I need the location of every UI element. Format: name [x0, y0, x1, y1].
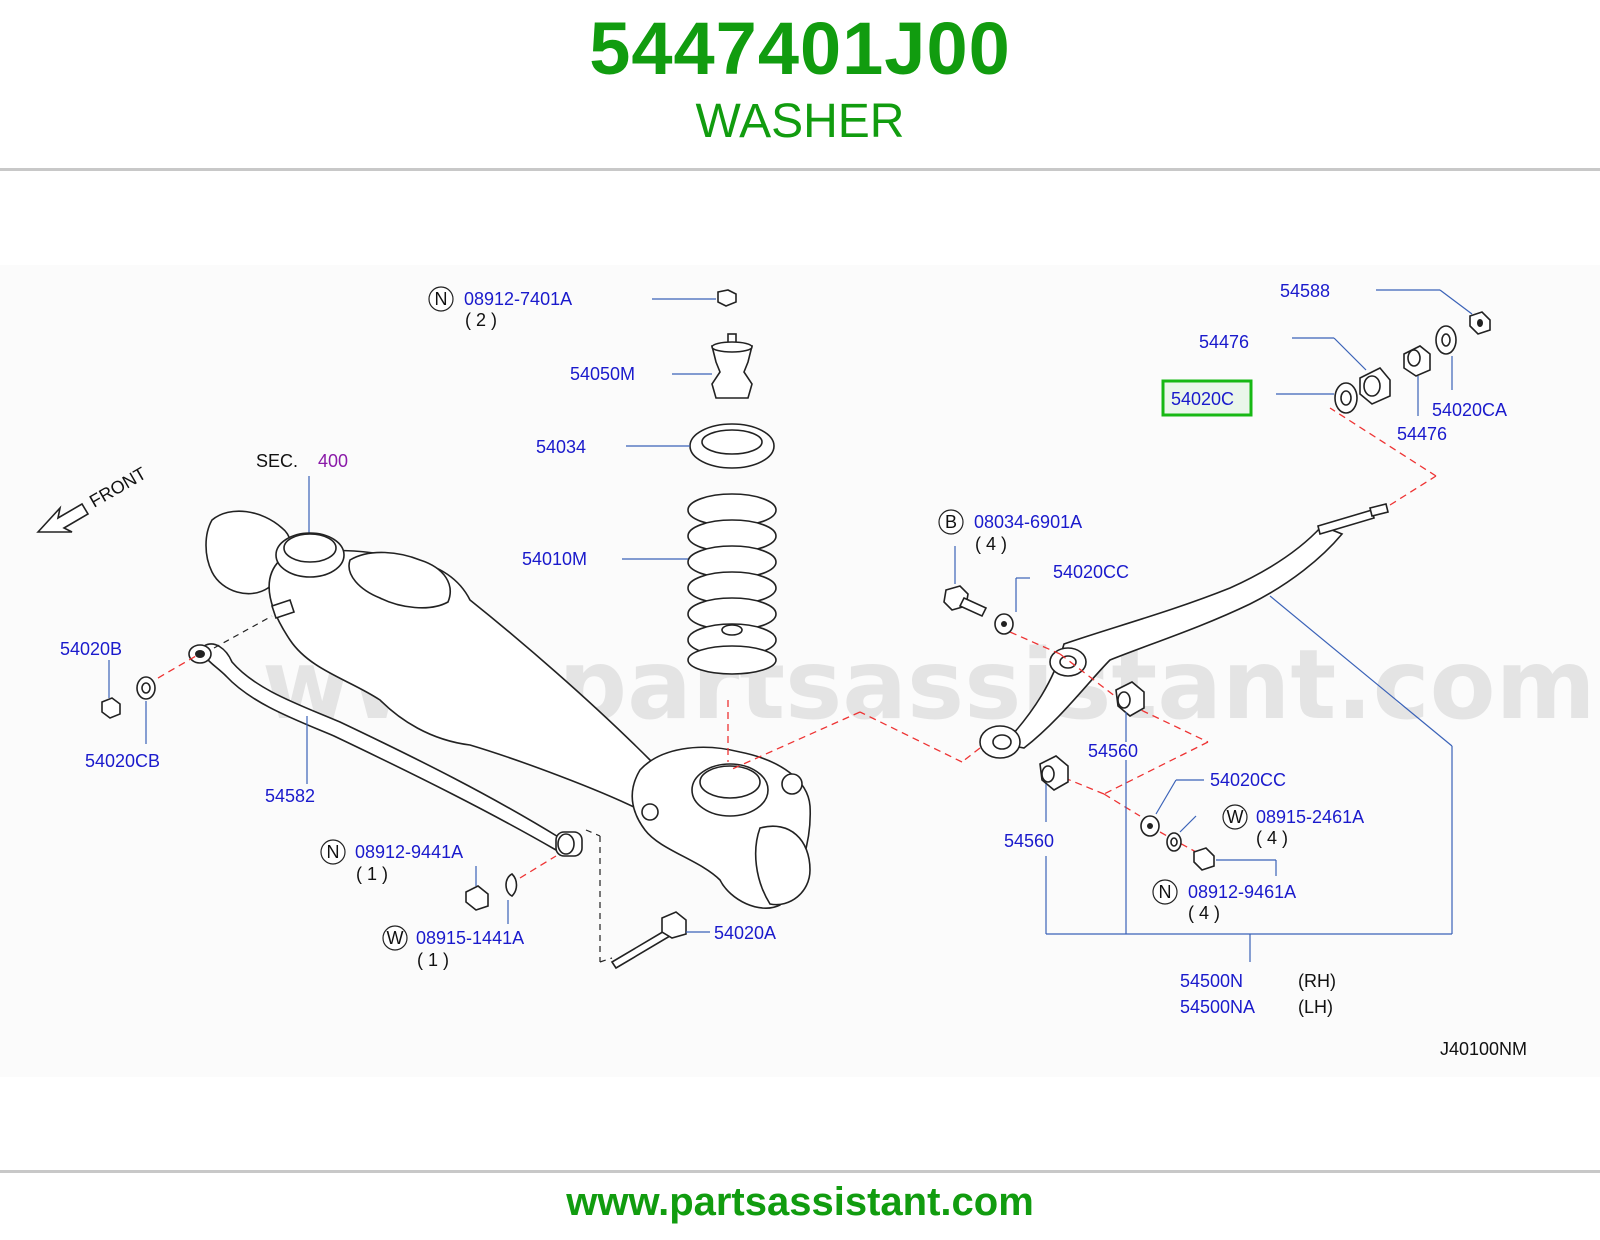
part-link-54020a[interactable]: 54020A	[714, 923, 776, 943]
nut-54588-drawing	[1469, 311, 1491, 335]
part-link-54560[interactable]: 54560	[1004, 831, 1054, 851]
washer-54020cc-top-drawing	[994, 613, 1014, 635]
bushing-54476-bottom-drawing	[1403, 345, 1431, 377]
bolt-08034-6901a-drawing	[943, 585, 988, 618]
part-link-08915-2461a[interactable]: 08915-2461A	[1256, 807, 1364, 827]
callout-qty: ( 1 )	[356, 864, 388, 884]
nut-08912-9461a-drawing	[1193, 847, 1215, 871]
page-title: 5447401J00	[589, 7, 1011, 90]
part-link-54020c-highlighted[interactable]: 54020C	[1171, 389, 1234, 409]
callout-qty: ( 2 )	[465, 310, 497, 330]
upper-link-arm-drawing	[979, 503, 1389, 759]
part-link-54476[interactable]: 54476	[1397, 424, 1447, 444]
part-name: WASHER	[695, 95, 905, 148]
part-link-54034[interactable]: 54034	[536, 437, 586, 457]
footer-divider	[0, 1170, 1600, 1173]
washer-54020cb-drawing	[136, 676, 156, 700]
washer-08915-2461a-drawing	[1166, 832, 1182, 852]
callout-qty: ( 4 )	[1256, 828, 1288, 848]
part-link-08034-6901a[interactable]: 08034-6901A	[974, 512, 1082, 532]
lateral-rod-stud-drawing	[270, 598, 296, 620]
washer-54020ca-drawing	[1435, 325, 1457, 355]
diagram-code: J40100NM	[1440, 1039, 1527, 1059]
part-link-54582[interactable]: 54582	[265, 786, 315, 806]
coil-spring-drawing	[687, 493, 777, 675]
side-label: (LH)	[1298, 997, 1333, 1017]
section-label: SEC.	[256, 451, 298, 471]
bolt-54020a-drawing	[610, 911, 687, 970]
nut-08912-9441a-drawing	[465, 885, 489, 911]
part-link-54020cc[interactable]: 54020CC	[1053, 562, 1129, 582]
part-link-54050m[interactable]: 54050M	[570, 364, 635, 384]
front-label: FRONT	[86, 463, 150, 511]
part-link-54500na[interactable]: 54500NA	[1180, 997, 1255, 1017]
part-link-54020cc[interactable]: 54020CC	[1210, 770, 1286, 790]
bushing-54560-left-drawing	[1039, 755, 1069, 791]
bump-stop-nut-drawing	[717, 289, 737, 307]
part-link-54010m[interactable]: 54010M	[522, 549, 587, 569]
part-link-54500n[interactable]: 54500N	[1180, 971, 1243, 991]
axle-housing-drawing	[205, 510, 812, 909]
footer-url-link[interactable]: www.partsassistant.com	[566, 1180, 1034, 1224]
part-link-54588[interactable]: 54588	[1280, 281, 1330, 301]
nut-prefix-badge	[320, 839, 346, 865]
callout-qty: ( 1 )	[417, 950, 449, 970]
part-link-08915-1441a[interactable]: 08915-1441A	[416, 928, 524, 948]
spring-seat-drawing	[689, 423, 775, 469]
nut-prefix-badge	[1152, 879, 1178, 905]
part-link-08912-7401a[interactable]: 08912-7401A	[464, 289, 572, 309]
callout-qty: ( 4 )	[1188, 903, 1220, 923]
section-number-link[interactable]: 400	[318, 451, 348, 471]
part-link-54020cb[interactable]: 54020CB	[85, 751, 160, 771]
washer-prefix-badge	[1222, 804, 1248, 830]
nut-prefix-badge	[428, 286, 454, 312]
callout-prefix: N	[1159, 882, 1172, 902]
header-divider	[0, 168, 1600, 171]
callout-prefix: N	[327, 842, 340, 862]
washer-prefix-badge	[382, 925, 408, 951]
callout-prefix: N	[435, 289, 448, 309]
highlight-box	[1161, 379, 1253, 417]
bushing-54560-right-drawing	[1115, 681, 1145, 717]
diagram-panel	[0, 265, 1600, 1077]
washer-08915-1441a-drawing	[505, 873, 518, 897]
washer-54020c-drawing	[1334, 382, 1358, 414]
side-label: (RH)	[1298, 971, 1336, 991]
callout-prefix: W	[387, 928, 404, 948]
lateral-rod-drawing	[188, 643, 583, 857]
callout-qty: ( 4 )	[975, 534, 1007, 554]
front-arrow-icon	[36, 502, 90, 533]
part-link-08912-9441a[interactable]: 08912-9441A	[355, 842, 463, 862]
callout-prefix: W	[1227, 807, 1244, 827]
bolt-prefix-badge	[938, 509, 964, 535]
callout-prefix: B	[945, 512, 957, 532]
part-link-08912-9461a[interactable]: 08912-9461A	[1188, 882, 1296, 902]
part-link-54560[interactable]: 54560	[1088, 741, 1138, 761]
part-link-54476[interactable]: 54476	[1199, 332, 1249, 352]
bump-stopper-drawing	[710, 333, 754, 399]
nut-54020b-drawing	[101, 697, 121, 719]
washer-54020cc-bottom-drawing	[1140, 815, 1160, 837]
part-link-54020b[interactable]: 54020B	[60, 639, 122, 659]
bushing-54476-top-drawing	[1359, 367, 1391, 405]
part-link-54020ca[interactable]: 54020CA	[1432, 400, 1507, 420]
